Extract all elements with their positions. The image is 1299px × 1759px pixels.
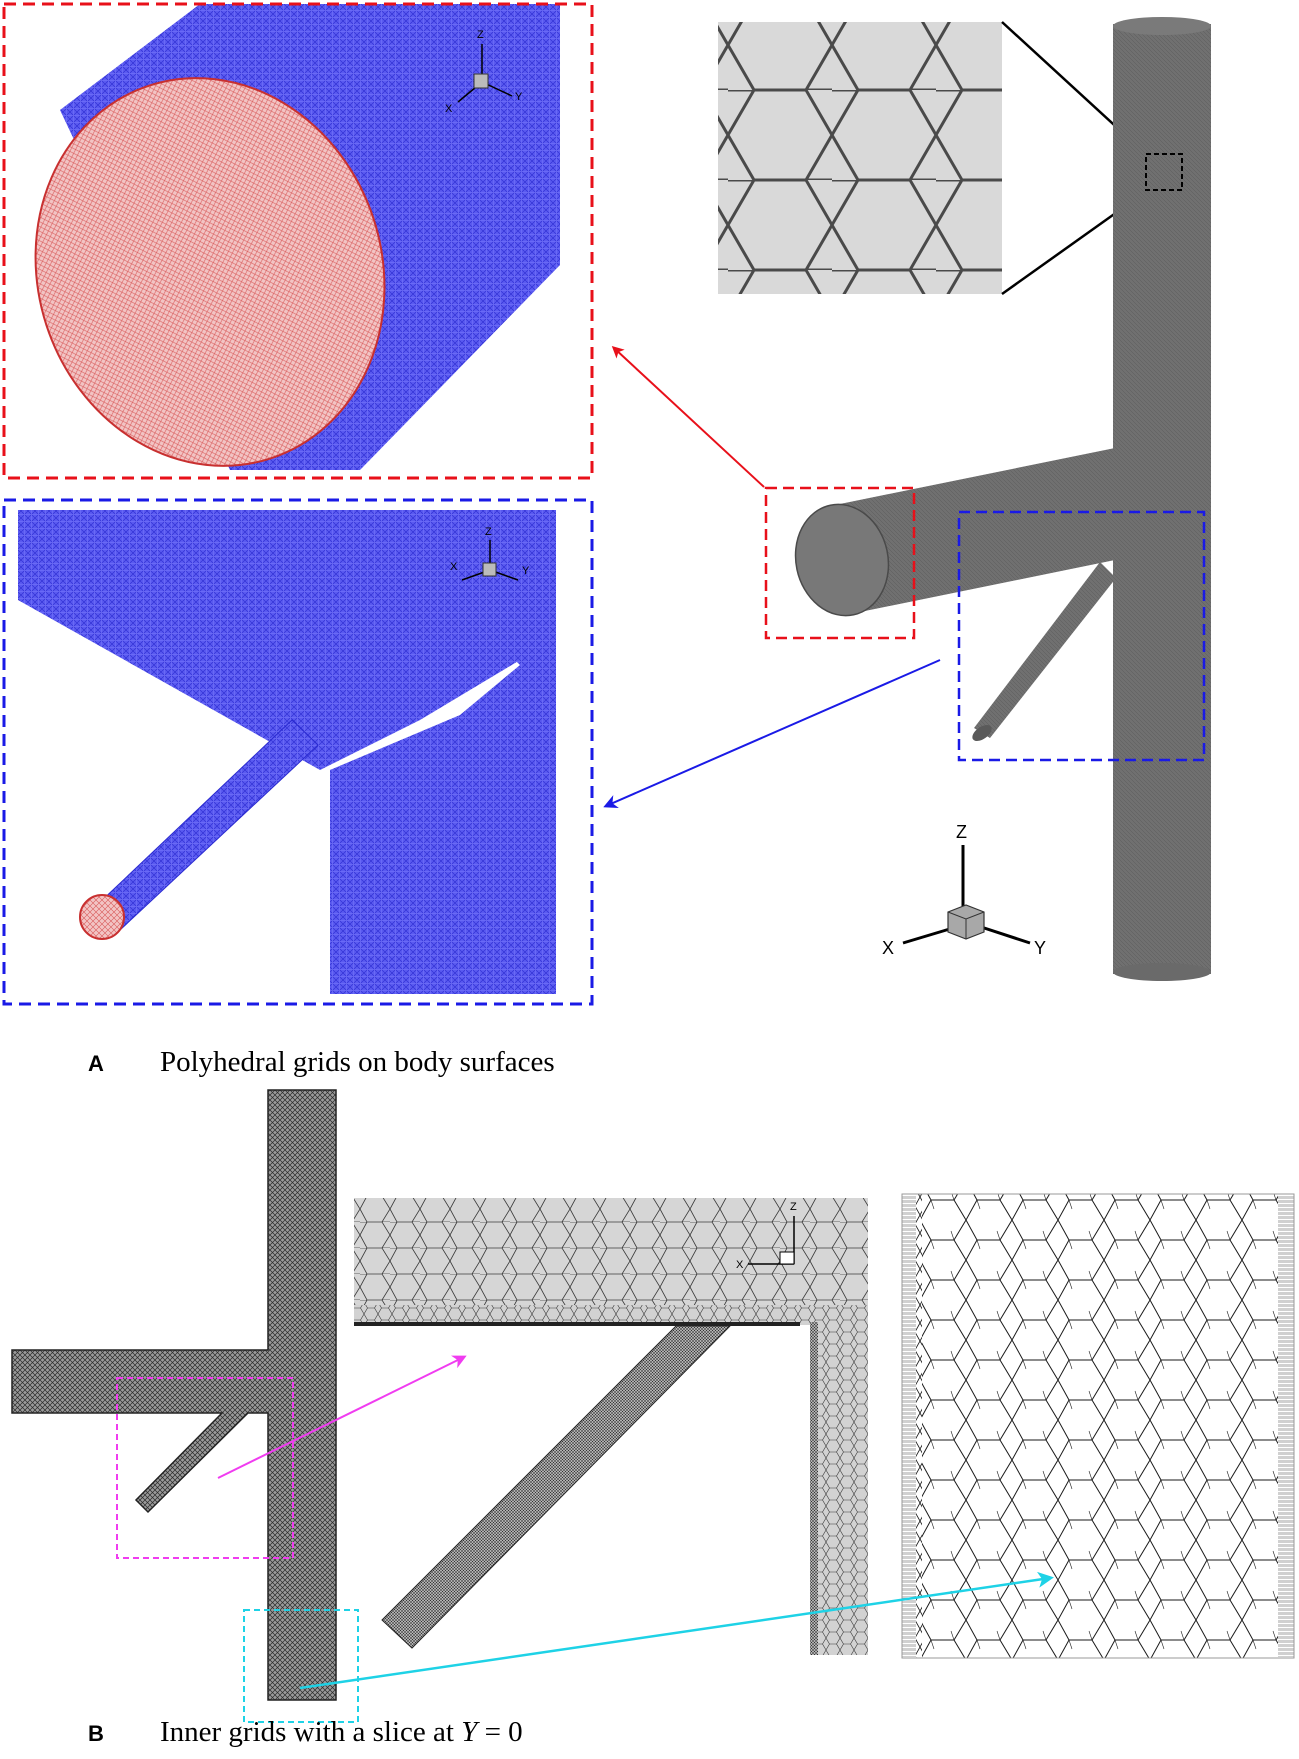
pipe-junction-body xyxy=(764,17,1211,981)
axis-label-y-a1: Y xyxy=(515,91,523,103)
caption-b-variable: Y xyxy=(461,1716,478,1748)
magenta-callout-arrow xyxy=(217,1355,467,1479)
slice-cell-detail xyxy=(901,1193,1295,1659)
red-callout-arrow xyxy=(611,345,765,488)
horizontal-pipe xyxy=(835,448,1115,612)
axis-label-x-a2: X xyxy=(450,561,458,573)
small-axis-triad-a1: Z X Y xyxy=(445,29,523,115)
slice-overview xyxy=(11,1089,359,1723)
caption-a: A Polyhedral grids on body surfaces xyxy=(88,1046,555,1079)
red-zoom-frame xyxy=(2,2,594,480)
axis-label-z-a1: Z xyxy=(477,29,484,41)
small-axis-triad-a2: Z X Y xyxy=(450,526,530,581)
magenta-source-box xyxy=(116,1377,294,1559)
caption-b-letter: B xyxy=(88,1721,104,1746)
blue-source-box xyxy=(957,510,1206,762)
red-branch-outlet xyxy=(79,894,125,940)
right-vertical-cells xyxy=(816,1322,868,1655)
horizontal-pipe-inlet xyxy=(794,503,890,617)
axis-label-x-b: X xyxy=(736,1259,744,1271)
polyhedral-cell-detail xyxy=(902,1194,1294,1658)
branch-slice-cells xyxy=(381,1325,732,1649)
blue-zoom-frame xyxy=(2,498,594,1006)
axis-label-z-a2: Z xyxy=(485,526,492,538)
hex-source-box xyxy=(1145,153,1183,191)
cyan-callout-arrow xyxy=(299,1571,1054,1690)
red-zoom-inset: Z X Y xyxy=(4,4,592,478)
slice-t-junction xyxy=(11,1089,337,1701)
small-axis-triad-b: Z X xyxy=(736,1201,797,1271)
panel-a: Z X Y Z X Y xyxy=(2,2,1211,1006)
slice-junction-zoom: Z X xyxy=(354,1198,868,1655)
caption-b-text: Inner grids with a slice at xyxy=(160,1716,454,1748)
blue-main-pipe-surface xyxy=(18,510,520,770)
panel-b: Z X xyxy=(11,1089,1295,1723)
red-source-box xyxy=(764,486,916,640)
hex-closeup-image xyxy=(718,22,1002,294)
hex-closeup xyxy=(718,21,1149,296)
axis-label-z-b: Z xyxy=(790,1201,797,1213)
branch-pipe xyxy=(974,562,1116,738)
axis-label-z-large: Z xyxy=(956,822,967,842)
caption-b: B Inner grids with a slice at Y = 0 xyxy=(88,1716,523,1749)
axis-label-y-a2: Y xyxy=(522,565,530,577)
caption-b-equation: = 0 xyxy=(484,1716,523,1748)
vertical-main-pipe xyxy=(1113,24,1211,974)
blue-zoom-inset: Z X Y xyxy=(18,510,564,994)
caption-a-letter: A xyxy=(88,1051,104,1076)
caption-a-text: Polyhedral grids on body surfaces xyxy=(160,1046,555,1078)
red-inlet-face xyxy=(34,77,386,467)
axis-label-x-a1: X xyxy=(445,103,453,115)
blue-callout-arrow xyxy=(603,659,941,809)
axis-triad-large: Z X Y xyxy=(882,822,1046,958)
axis-label-y-large: Y xyxy=(1034,938,1046,958)
cyan-source-box xyxy=(243,1609,359,1723)
axis-label-x-large: X xyxy=(882,938,894,958)
